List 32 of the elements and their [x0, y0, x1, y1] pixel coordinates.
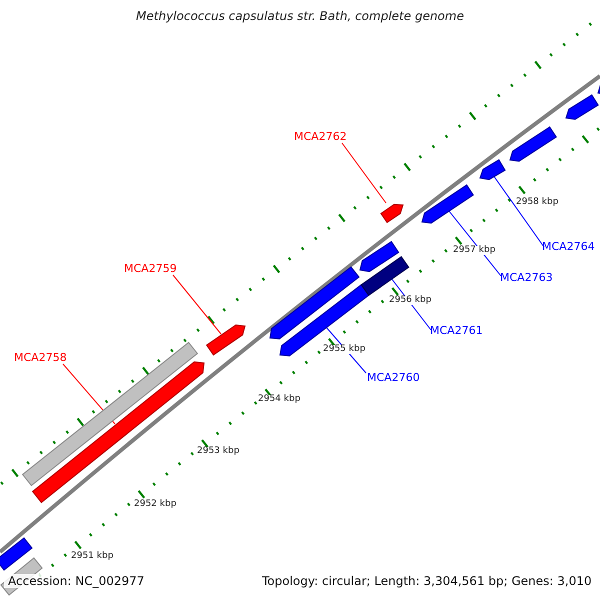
- gene-feature-block: [509, 126, 557, 162]
- leader-line: [448, 210, 502, 276]
- gene-label: MCA2761: [430, 325, 483, 336]
- gene-label: MCA2758: [14, 352, 67, 363]
- gene-label: MCA2759: [124, 263, 177, 274]
- tick-label: 2956 kbp: [389, 296, 432, 305]
- leader-line: [342, 142, 386, 204]
- gene-feature-block: [206, 324, 246, 356]
- gene-label: MCA2760: [367, 372, 420, 383]
- leader-line: [172, 274, 222, 334]
- map-title: Methylococcus capsulatus str. Bath, complete genome: [135, 10, 465, 22]
- gene-label: MCA2762: [294, 131, 347, 142]
- gene-feature-block: [360, 256, 410, 296]
- gene-feature-block: [0, 537, 33, 571]
- gene-feature-block: [279, 284, 370, 356]
- tick-label: 2958 kbp: [516, 198, 558, 207]
- tick-label: 2954 kbp: [258, 395, 300, 404]
- tick-label: 2953 kbp: [197, 447, 240, 456]
- tick-label: 2952 kbp: [134, 500, 176, 509]
- gene-feature-block: [269, 266, 360, 340]
- gene-label: MCA2763: [500, 272, 553, 283]
- genome-stats-text: Topology: circular; Length: 3,304,561 bp; Genes: 3,010: [262, 575, 592, 587]
- leader-line: [492, 174, 544, 248]
- gene-feature-block: [421, 184, 474, 224]
- gene-feature-block: [359, 240, 400, 272]
- tick-label: 2951 kbp: [71, 552, 114, 561]
- gene-feature-block: [565, 94, 599, 120]
- gene-label: MCA2764: [542, 241, 595, 252]
- tick-label: 2957 kbp: [453, 246, 496, 255]
- gene-feature-block: [479, 159, 506, 180]
- gene-feature-block: [380, 204, 404, 224]
- tick-label: 2955 kbp: [323, 345, 366, 354]
